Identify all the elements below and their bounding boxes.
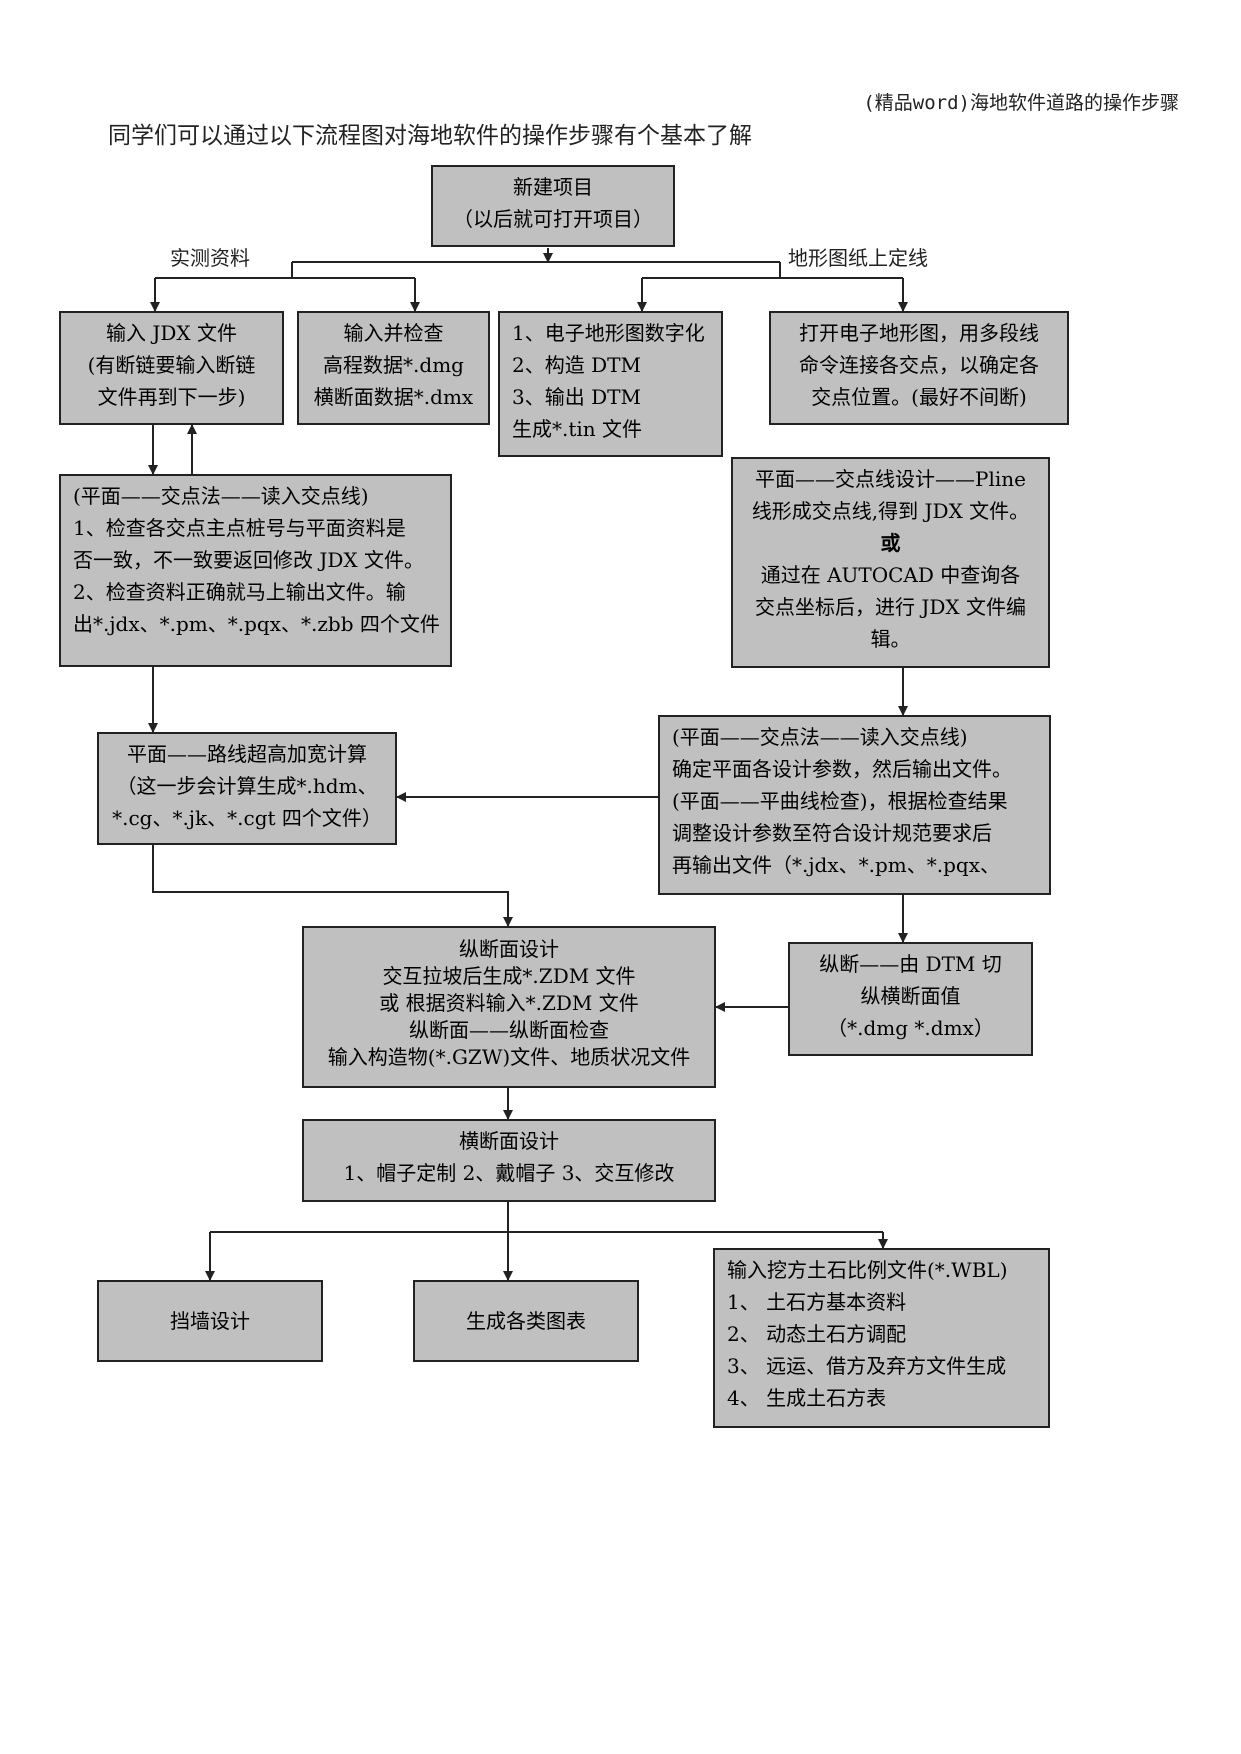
box-line: 3、 远运、借方及弃方文件生成	[727, 1354, 1007, 1378]
box-line: 高程数据*.dmg	[323, 353, 464, 377]
box-line: 否一致，不一致要返回修改 JDX 文件。	[73, 548, 425, 572]
box-profile-design: 纵断面设计 交互拉坡后生成*.ZDM 文件 或 根据资料输入*.ZDM 文件 纵…	[302, 926, 716, 1088]
box-line: 交点坐标后，进行 JDX 文件编	[754, 595, 1026, 619]
box-line: 平面——交点线设计——Pline	[755, 467, 1026, 491]
box-line: 输入 JDX 文件	[105, 321, 237, 345]
box-line: 输入挖方土石比例文件(*.WBL)	[727, 1258, 1008, 1282]
box-line: 生成各类图表	[466, 1309, 586, 1333]
box-line: 4、 生成土石方表	[727, 1386, 887, 1410]
box-line: 文件再到下一步)	[97, 385, 246, 409]
box-input-check: 输入并检查 高程数据*.dmg 横断面数据*.dmx	[297, 311, 490, 425]
box-cross-section: 横断面设计 1、帽子定制 2、戴帽子 3、交互修改	[302, 1119, 716, 1202]
box-line: 辑。	[870, 627, 911, 651]
box-line: 纵断面——纵断面检查	[409, 1018, 609, 1042]
box-line: 命令连接各交点，以确定各	[799, 353, 1039, 377]
intro-text: 同学们可以通过以下流程图对海地软件的操作步骤有个基本了解	[108, 123, 752, 149]
box-line: （这一步会计算生成*.hdm、	[116, 774, 378, 798]
box-superelevation: 平面——路线超高加宽计算 （这一步会计算生成*.hdm、 *.cg、*.jk、*…	[97, 732, 397, 845]
box-line-or: 或	[880, 531, 901, 555]
box-input-jdx: 输入 JDX 文件 (有断链要输入断链 文件再到下一步)	[59, 311, 284, 425]
box-line: 1、检查各交点主点桩号与平面资料是	[73, 516, 406, 540]
box-line: (平面——交点法——读入交点线)	[672, 725, 968, 749]
box-line: 平面——路线超高加宽计算	[127, 742, 367, 766]
box-line: 输入并检查	[343, 321, 444, 345]
box-line: 交互拉坡后生成*.ZDM 文件	[382, 964, 636, 988]
box-new-project: 新建项目 （以后就可打开项目）	[431, 165, 675, 247]
box-line: 纵断面设计	[459, 937, 559, 961]
box-plane-params: (平面——交点法——读入交点线) 确定平面各设计参数，然后输出文件。 (平面——…	[658, 715, 1051, 895]
box-line: 横断面数据*.dmx	[313, 385, 474, 409]
box-digitize: 1、电子地形图数字化 2、构造 DTM 3、输出 DTM 生成*.tin 文件	[498, 311, 723, 457]
box-line: 新建项目	[513, 175, 593, 199]
box-line: 2、构造 DTM	[512, 353, 641, 377]
box-line: 1、帽子定制 2、戴帽子 3、交互修改	[343, 1161, 675, 1185]
box-plane-check: (平面——交点法——读入交点线) 1、检查各交点主点桩号与平面资料是 否一致，不…	[59, 474, 452, 667]
document-header: (精品word)海地软件道路的操作步骤	[863, 92, 1179, 114]
box-line: 纵断——由 DTM 切	[819, 952, 1002, 976]
box-line: (平面——交点法——读入交点线)	[73, 484, 369, 508]
box-line: （*.dmg *.dmx）	[827, 1016, 994, 1040]
box-line: 打开电子地形图，用多段线	[799, 321, 1039, 345]
box-line: 通过在 AUTOCAD 中查询各	[760, 563, 1021, 587]
box-line: 1、电子地形图数字化	[512, 321, 705, 345]
box-line: 确定平面各设计参数，然后输出文件。	[672, 757, 1012, 781]
box-line: 出*.jdx、*.pm、*.pqx、*.zbb 四个文件	[73, 612, 440, 636]
box-line: (平面——平曲线检查)，根据检查结果	[672, 789, 1008, 813]
box-line: 1、 土石方基本资料	[727, 1290, 907, 1314]
box-line: 输入构造物(*.GZW)文件、地质状况文件	[327, 1045, 691, 1069]
box-open-map: 打开电子地形图，用多段线 命令连接各交点，以确定各 交点位置。(最好不间断)	[769, 311, 1069, 425]
box-line: 纵横断面值	[860, 984, 961, 1008]
box-line: 生成*.tin 文件	[512, 417, 643, 441]
arrow-superelev-to-profile	[152, 845, 513, 927]
box-line: (有断链要输入断链	[87, 353, 256, 377]
box-retaining-wall: 挡墙设计	[97, 1280, 323, 1362]
label-map-routing: 地形图纸上定线	[788, 246, 928, 270]
box-line: 或 根据资料输入*.ZDM 文件	[379, 991, 639, 1015]
box-dtm-cut: 纵断——由 DTM 切 纵横断面值 （*.dmg *.dmx）	[788, 942, 1033, 1056]
box-line: 3、输出 DTM	[512, 385, 641, 409]
box-line: 线形成交点线,得到 JDX 文件。	[751, 499, 1030, 523]
label-field-data: 实测资料	[170, 246, 250, 270]
box-line: 横断面设计	[459, 1129, 559, 1153]
box-line: *.cg、*.jk、*.cgt 四个文件）	[112, 806, 382, 830]
box-earthwork: 输入挖方土石比例文件(*.WBL) 1、 土石方基本资料 2、 动态土石方调配 …	[713, 1248, 1050, 1428]
box-pline-design: 平面——交点线设计——Pline 线形成交点线,得到 JDX 文件。 或 通过在…	[731, 457, 1050, 668]
box-charts: 生成各类图表	[413, 1280, 639, 1362]
box-line: 再输出文件（*.jdx、*.pm、*.pqx、	[672, 853, 1001, 877]
box-line: 2、检查资料正确就马上输出文件。输	[73, 580, 406, 604]
box-line: （以后就可打开项目）	[453, 207, 653, 231]
box-line: 挡墙设计	[170, 1309, 250, 1333]
box-line: 调整设计参数至符合设计规范要求后	[672, 821, 992, 845]
box-line: 交点位置。(最好不间断)	[811, 385, 1027, 409]
box-line: 2、 动态土石方调配	[727, 1322, 907, 1346]
